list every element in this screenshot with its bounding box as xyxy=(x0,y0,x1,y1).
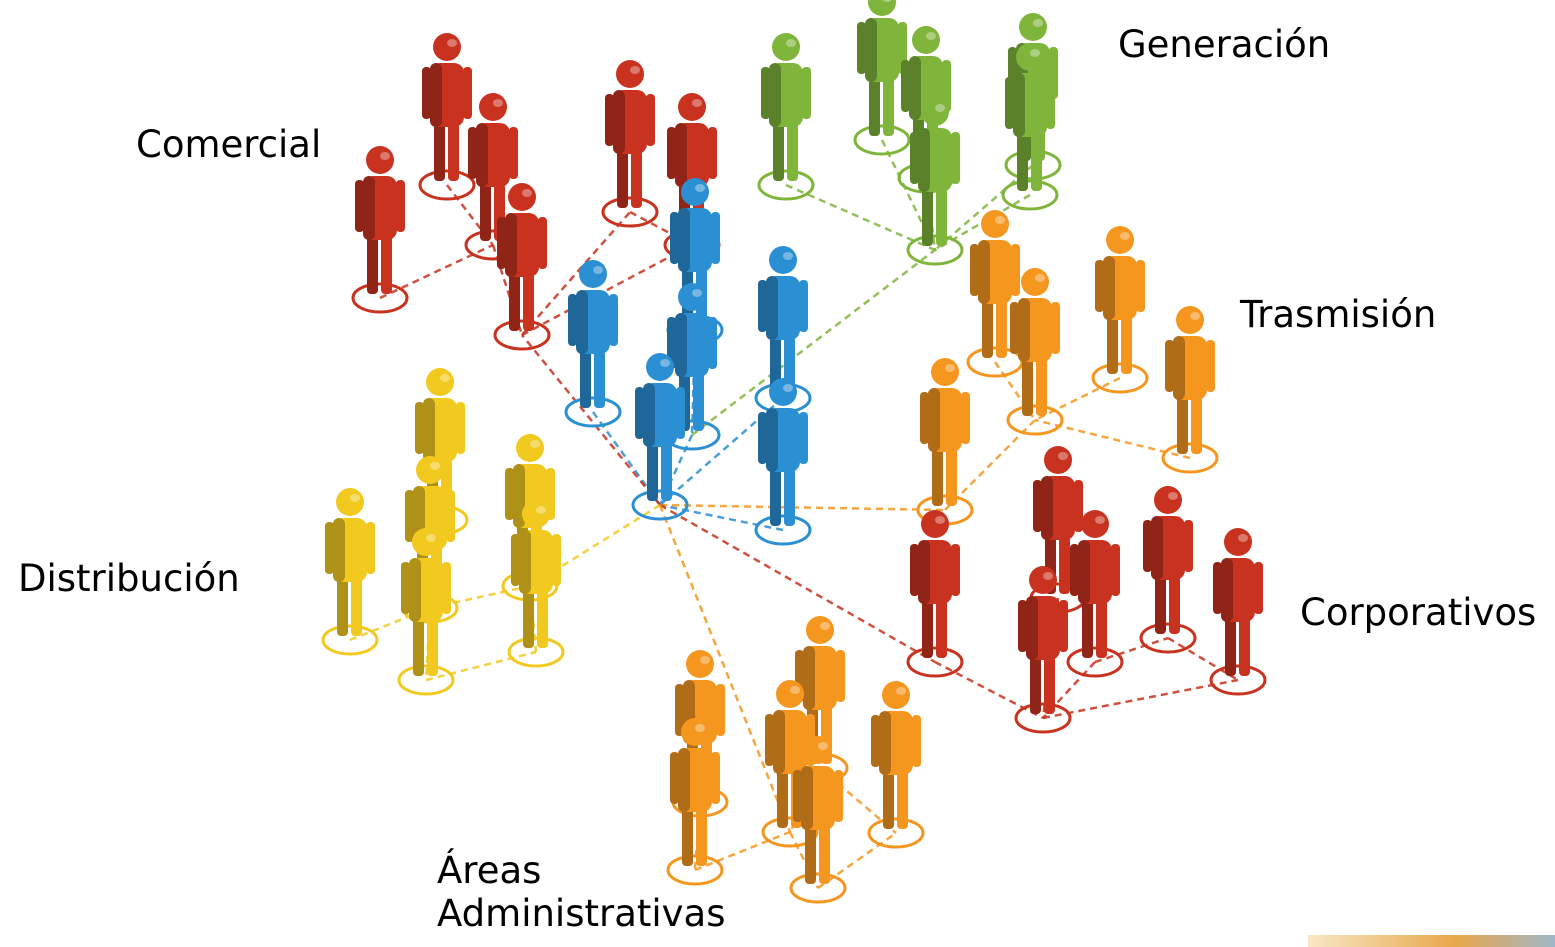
node-ring-icon xyxy=(853,124,911,156)
node-ring-icon xyxy=(761,816,819,848)
node-ring-icon xyxy=(601,196,659,228)
person-icon xyxy=(758,378,808,526)
connection-line xyxy=(659,503,946,512)
connection-line xyxy=(817,831,897,890)
person-icon xyxy=(422,33,472,181)
person-icon xyxy=(793,736,843,884)
person-icon xyxy=(970,210,1020,358)
node-ring-icon xyxy=(1161,442,1219,474)
node-ring-icon xyxy=(1006,404,1064,436)
connection-line xyxy=(425,650,537,682)
person-icon xyxy=(1005,43,1055,191)
person-icon xyxy=(635,353,685,501)
person-icon xyxy=(355,146,405,294)
connection-line xyxy=(691,249,936,436)
person-icon xyxy=(1070,510,1120,658)
person-icon xyxy=(1018,566,1068,714)
connection-line xyxy=(521,243,693,337)
connection-line xyxy=(944,419,1036,511)
person-icon xyxy=(871,681,921,829)
person-icon xyxy=(910,510,960,658)
connection-line xyxy=(694,830,791,872)
person-icon xyxy=(468,93,518,241)
connection-line xyxy=(934,660,1044,720)
node-ring-icon xyxy=(906,646,964,678)
person-icon xyxy=(761,33,811,181)
label-areas-administrativas: Áreas Administrativas xyxy=(437,849,726,935)
node-ring-icon xyxy=(754,514,812,546)
node-ring-icon xyxy=(418,169,476,201)
person-icon xyxy=(667,283,717,431)
node-ring-icon xyxy=(507,636,565,668)
node-ring-icon xyxy=(789,872,847,904)
connection-line xyxy=(659,503,784,532)
label-distribucion: Distribución xyxy=(18,557,240,600)
connection-line xyxy=(934,164,1034,251)
node-ring-icon xyxy=(564,396,622,428)
connection-line xyxy=(658,504,792,833)
person-icon xyxy=(1143,486,1193,634)
person-icon xyxy=(857,0,907,136)
person-icon xyxy=(1213,528,1263,676)
label-areas-line1: Áreas xyxy=(437,849,542,892)
person-icon xyxy=(1095,226,1145,374)
node-ring-icon xyxy=(397,664,455,696)
node-ring-icon xyxy=(1066,646,1124,678)
connection-line xyxy=(1167,636,1239,682)
person-icon xyxy=(1165,306,1215,454)
person-icon xyxy=(325,488,375,636)
connection-line xyxy=(785,183,936,252)
label-areas-line2: Administrativas xyxy=(437,891,726,935)
corner-decoration xyxy=(1308,935,1555,947)
label-trasmision: Trasmisión xyxy=(1240,293,1437,336)
people-figures xyxy=(325,0,1263,884)
node-ring-icon xyxy=(666,854,724,886)
connection-line xyxy=(521,211,631,336)
label-corporativos: Corporativos xyxy=(1300,591,1537,634)
node-ring-icon xyxy=(351,282,409,314)
node-ring-icon xyxy=(906,234,964,266)
connection-line xyxy=(1094,636,1169,664)
person-icon xyxy=(670,178,720,326)
connection-line xyxy=(349,606,431,642)
person-icon xyxy=(511,500,561,648)
node-ring-icon xyxy=(867,817,925,849)
person-icon xyxy=(497,183,547,331)
node-ring-icon xyxy=(321,624,379,656)
connection-line xyxy=(529,503,661,588)
person-icon xyxy=(758,246,808,394)
node-ring-icon xyxy=(1209,664,1267,696)
node-ring-icon xyxy=(1014,702,1072,734)
node-ring-icon xyxy=(631,489,689,521)
connection-line xyxy=(1042,678,1239,720)
connection-line xyxy=(379,243,494,300)
connection-line xyxy=(1034,376,1121,422)
node-ring-icon xyxy=(1091,362,1149,394)
person-icon xyxy=(568,260,618,408)
person-icon xyxy=(920,358,970,506)
node-ring-icon xyxy=(1001,179,1059,211)
person-icon xyxy=(1010,268,1060,416)
node-ring-icon xyxy=(493,319,551,351)
person-icon xyxy=(910,98,960,246)
person-icon xyxy=(401,528,451,676)
person-icon xyxy=(670,718,720,866)
person-icon xyxy=(605,60,655,208)
connection-line xyxy=(521,334,661,506)
node-ring-icon xyxy=(757,169,815,201)
label-comercial: Comercial xyxy=(136,123,322,166)
connection-line xyxy=(659,503,936,664)
node-ring-icon xyxy=(1139,622,1197,654)
label-generacion: Generación xyxy=(1118,23,1331,66)
